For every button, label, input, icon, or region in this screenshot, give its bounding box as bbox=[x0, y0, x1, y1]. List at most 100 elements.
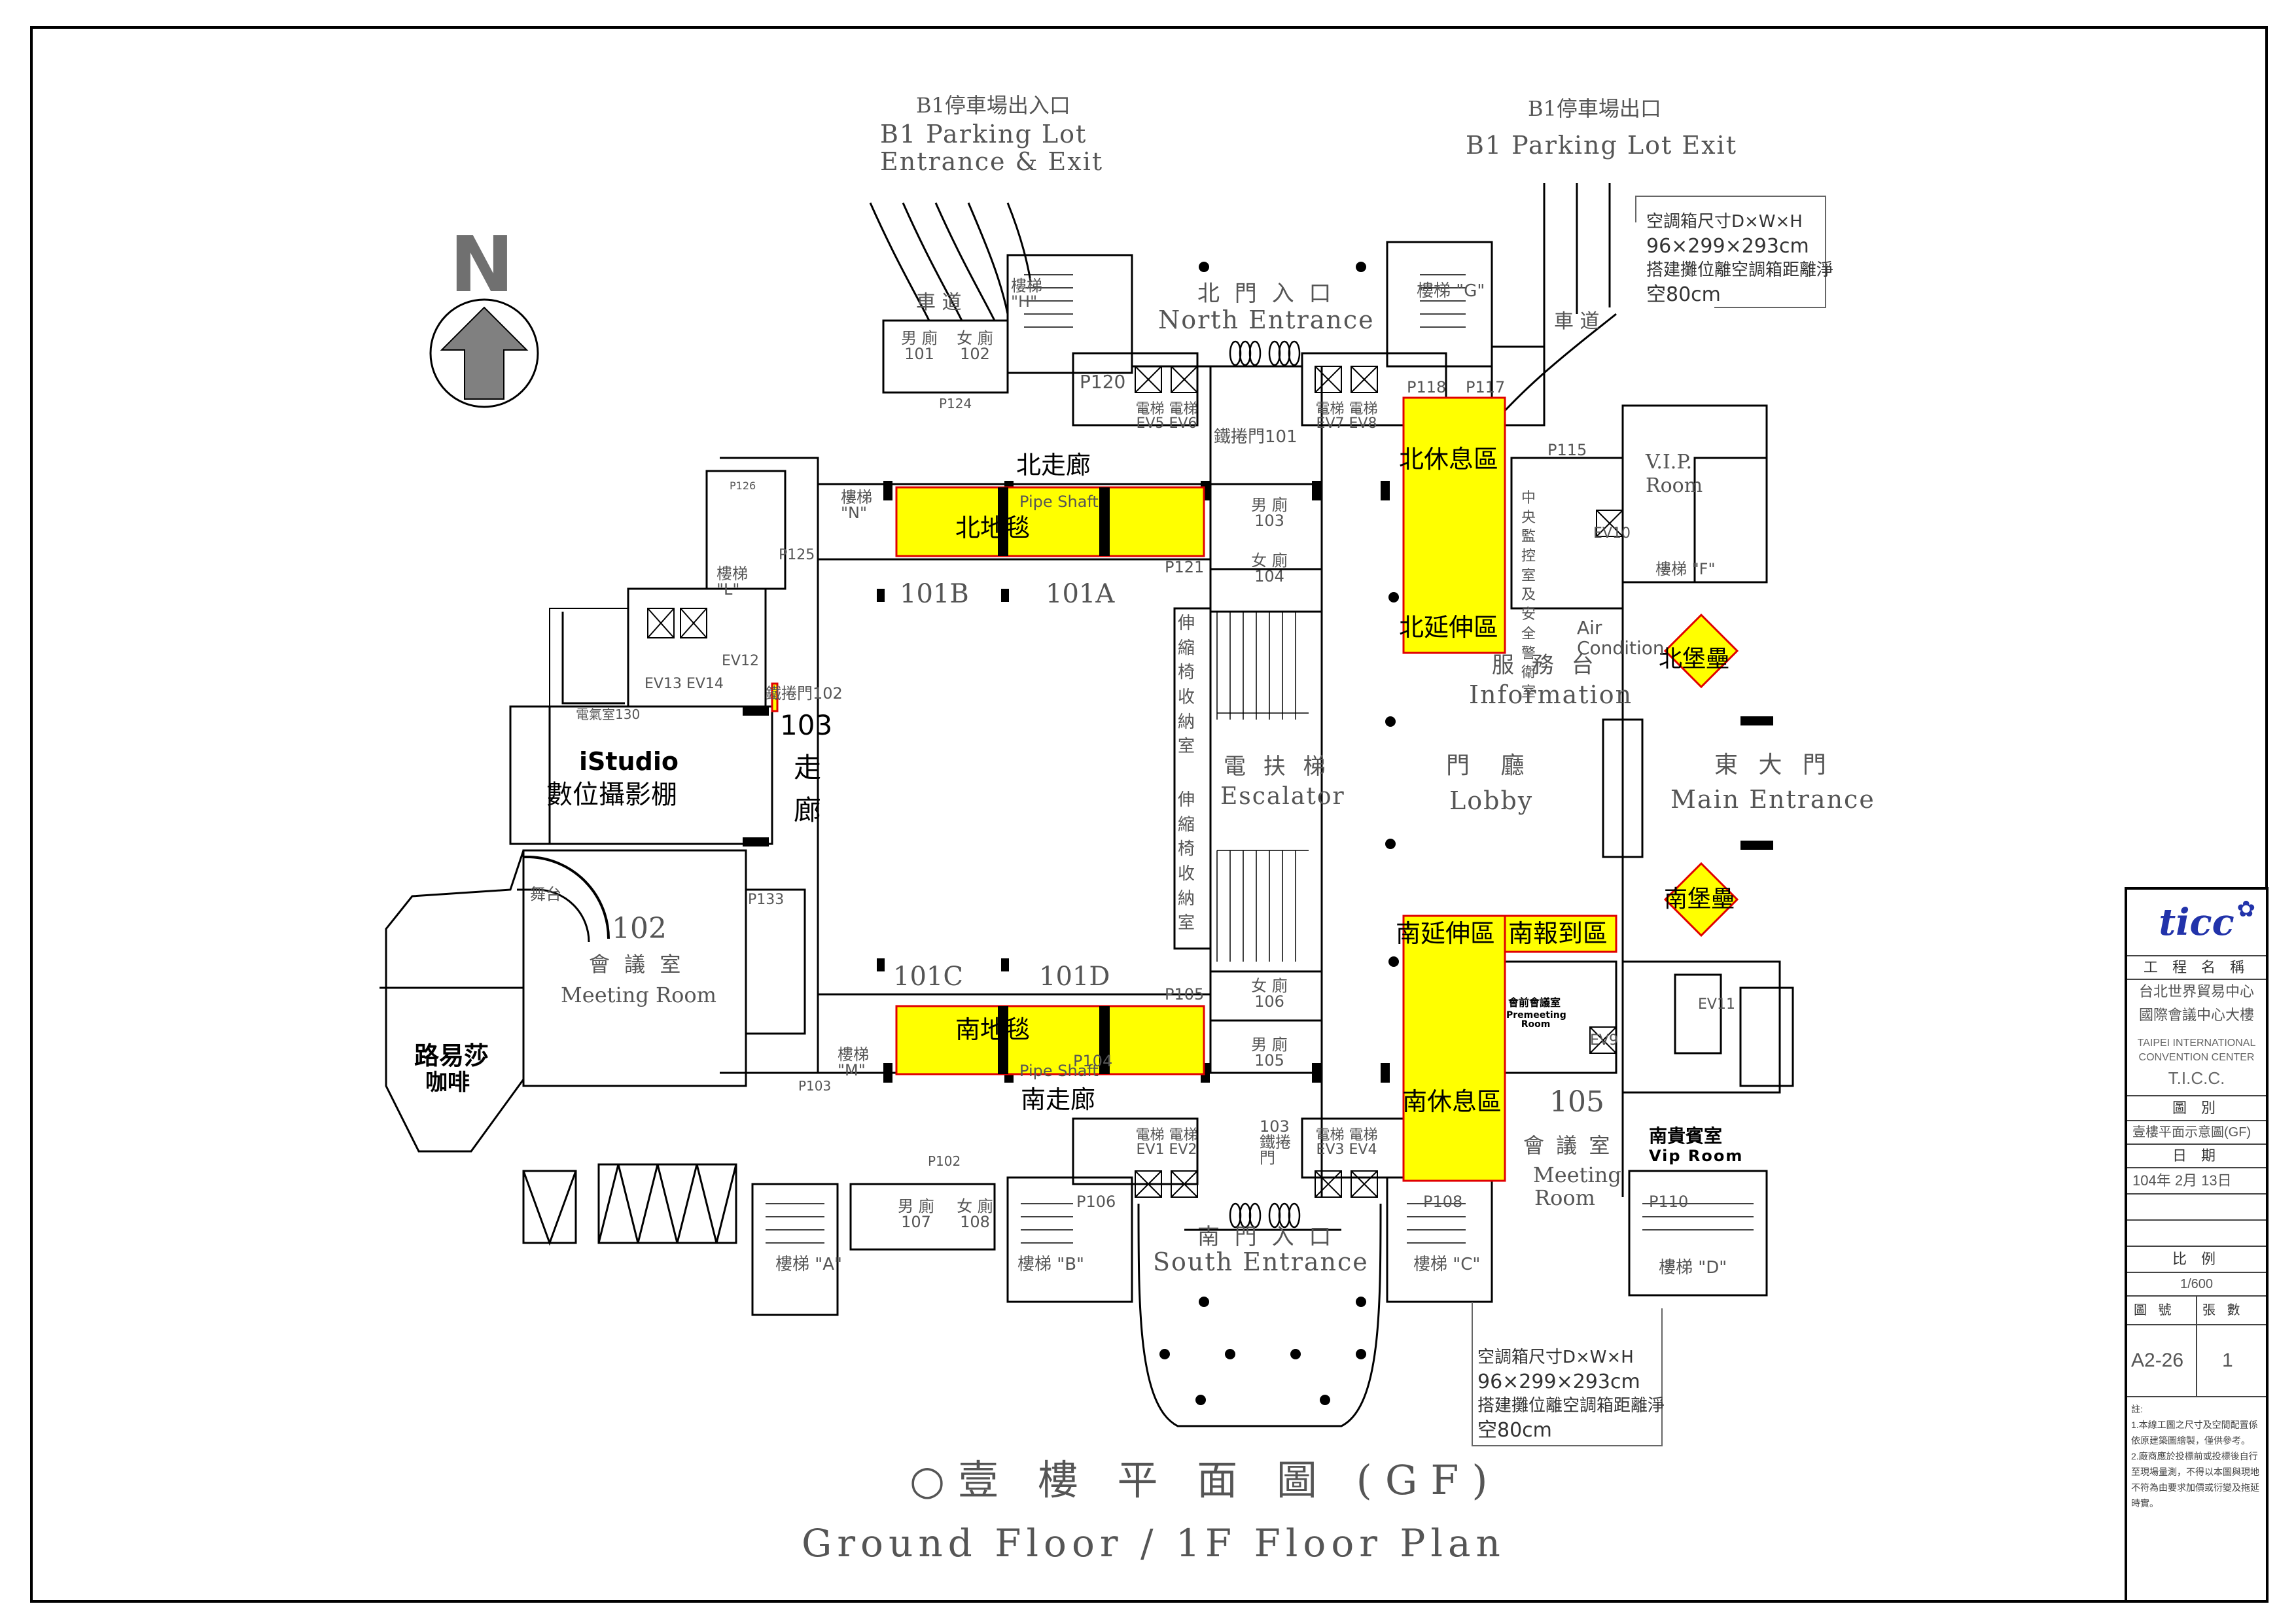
room-P133: P133 bbox=[748, 892, 785, 908]
south-registration-label: 南報到區 bbox=[1508, 919, 1608, 948]
vip-south-en: Vip Room bbox=[1649, 1147, 1744, 1165]
south-bastion-label: 南堡壘 bbox=[1664, 886, 1735, 913]
project-name-2: 國際會議中心大樓 bbox=[2138, 1007, 2254, 1023]
room-P117: P117 bbox=[1466, 378, 1506, 396]
parking-in-en1: B1 Parking Lot bbox=[880, 120, 1087, 148]
south-carpet-label: 南地毯 bbox=[955, 1015, 1031, 1044]
cafe-label-1: 路易莎 bbox=[414, 1041, 489, 1070]
main-entrance-en: Main Entrance bbox=[1670, 785, 1875, 814]
north-lounge-zone bbox=[1402, 396, 1506, 654]
plan-title-zh: ○壹 樓 平 面 圖 (GF) bbox=[910, 1456, 1501, 1504]
north-bastion-label: 北堡壘 bbox=[1659, 646, 1730, 672]
ac-note-south-line4: 空80cm bbox=[1477, 1419, 1552, 1442]
elevator-ev11: EV11 bbox=[1698, 996, 1735, 1013]
elevator-ev10: EV10 bbox=[1593, 525, 1631, 542]
date-value: 104年 2月 13日 bbox=[2127, 1167, 2266, 1193]
main-entrance-zh: 東 大 門 bbox=[1714, 752, 1833, 778]
parking-in-en2: Entrance & Exit bbox=[880, 147, 1104, 176]
north-arrow-icon bbox=[429, 298, 539, 408]
room-P120: P120 bbox=[1080, 371, 1126, 393]
room-P105: P105 bbox=[1165, 985, 1205, 1003]
room-P125: P125 bbox=[779, 547, 815, 563]
north-lounge-label: 北休息區 bbox=[1399, 445, 1499, 474]
room-105-en2: Room bbox=[1534, 1185, 1595, 1210]
vip-north-en1: V.I.P. bbox=[1646, 451, 1692, 474]
ac-note-north: 空調箱尺寸D×W×H 96×299×293cm 搭建攤位離空調箱距離淨 空80c… bbox=[1646, 211, 1833, 308]
drawing-notes: 註: 1.本線工圖之尺寸及空間配置係依原建築圖繪製，僅供參考。 2.廠商應於投標… bbox=[2127, 1396, 2266, 1603]
elevators-ev1-ev2: 電梯 電梯 EV1 EV2 bbox=[1135, 1127, 1198, 1158]
room-102-en: Meeting Room bbox=[561, 983, 716, 1007]
south-bastion-zone bbox=[1663, 862, 1739, 937]
premeeting-en: Premeeting Room bbox=[1506, 1010, 1566, 1030]
ac-note-north-line4: 空80cm bbox=[1646, 283, 1721, 307]
restroom-105: 男 廁 105 bbox=[1251, 1036, 1288, 1070]
shutter-door-101: 鐵捲門101 bbox=[1214, 427, 1298, 447]
plan-title-en: Ground Floor / 1F Floor Plan bbox=[802, 1521, 1506, 1565]
corridor-103-char1: 走 bbox=[794, 752, 822, 784]
project-name-1: 台北世界貿易中心 bbox=[2138, 983, 2254, 1000]
elevators-ev3-ev4: 電梯 電梯 EV3 EV4 bbox=[1315, 1127, 1378, 1158]
chair-storage-south: 伸縮椅收納室 bbox=[1178, 790, 1195, 934]
project-label: 工 程 名 稱 bbox=[2143, 959, 2250, 975]
room-P104: P104 bbox=[1073, 1052, 1113, 1070]
ac-note-south-line2: 96×299×293cm bbox=[1477, 1370, 1640, 1393]
room-101A: 101A bbox=[1046, 579, 1115, 609]
room-P110: P110 bbox=[1649, 1193, 1689, 1211]
ramp-label-northeast: 車 道 bbox=[1554, 310, 1600, 333]
lobby-en: Lobby bbox=[1449, 786, 1534, 815]
sheet-number: A2-26 bbox=[2131, 1350, 2184, 1371]
cafe-label-2: 咖啡 bbox=[425, 1070, 470, 1096]
stair-N: 樓梯 "N" bbox=[841, 488, 872, 522]
room-P115: P115 bbox=[1547, 441, 1587, 459]
vip-north-en2: Room bbox=[1646, 474, 1703, 497]
restroom-104: 女 廁 104 bbox=[1251, 551, 1288, 585]
room-102-zh: 會 議 室 bbox=[589, 952, 685, 977]
sheet-border bbox=[30, 26, 2268, 1603]
ac-note-south: 空調箱尺寸D×W×H 96×299×293cm 搭建攤位離空調箱距離淨 空80c… bbox=[1477, 1346, 1665, 1444]
room-101D: 101D bbox=[1039, 962, 1110, 992]
stair-A: 樓梯 "A" bbox=[775, 1255, 842, 1274]
air-condition-north: Air Condition bbox=[1577, 617, 1665, 659]
date-label: 日 期 bbox=[2172, 1147, 2221, 1164]
stair-L: 樓梯 "L" bbox=[716, 565, 748, 599]
room-P126: P126 bbox=[730, 480, 756, 492]
north-carpet-zone bbox=[895, 486, 1205, 557]
north-bastion-zone bbox=[1663, 613, 1739, 689]
north-entrance-en: North Entrance bbox=[1158, 305, 1375, 334]
main-hall-101 bbox=[817, 558, 1212, 996]
project-en-3: T.I.C.C. bbox=[2168, 1068, 2225, 1088]
room-130: 電氣室130 bbox=[576, 707, 641, 722]
parking-out-en: B1 Parking Lot Exit bbox=[1466, 131, 1737, 160]
project-en-2: CONVENTION CENTER bbox=[2138, 1052, 2255, 1063]
room-102-number: 102 bbox=[612, 912, 667, 945]
north-extension-label: 北延伸區 bbox=[1399, 613, 1499, 642]
corridor-103-number: 103 bbox=[780, 709, 833, 741]
room-105-en1: Meeting bbox=[1533, 1162, 1621, 1187]
room-P102: P102 bbox=[928, 1153, 961, 1169]
corridor-103-char2: 廊 bbox=[794, 794, 822, 826]
pipe-shaft-south: Pipe Shaft bbox=[1019, 1062, 1099, 1080]
room-101B: 101B bbox=[900, 579, 969, 609]
north-entrance-zh: 北 門 入 口 bbox=[1197, 281, 1335, 307]
central-control-room: 中央監控室及安全警衛室 bbox=[1521, 490, 1536, 701]
escalator-en: Escalator bbox=[1220, 783, 1345, 810]
premeeting-zh: 會前會議室 bbox=[1508, 996, 1561, 1009]
elevators-ev5-ev6: 電梯 電梯 EV5 EV6 bbox=[1135, 401, 1198, 432]
south-entrance-en: South Entrance bbox=[1153, 1248, 1369, 1276]
north-letter: N bbox=[450, 219, 514, 309]
south-registration-zone bbox=[1504, 915, 1617, 953]
sheet-count: 1 bbox=[2222, 1350, 2233, 1371]
south-lounge-label: 南休息區 bbox=[1402, 1087, 1502, 1116]
stair-F: 樓梯 "F" bbox=[1655, 560, 1716, 578]
ramp-label-north: 車 道 bbox=[916, 291, 962, 314]
information-zh: 服 務 台 bbox=[1492, 652, 1599, 678]
shutter-door-103: 103鐵捲門 bbox=[1260, 1117, 1291, 1167]
scale-label: 比 例 bbox=[2172, 1251, 2221, 1267]
ac-note-north-line3: 搭建攤位離空調箱距離淨 bbox=[1646, 260, 1834, 281]
restroom-102: 女 廁 102 bbox=[957, 329, 993, 363]
sheet-label: 圖 號 bbox=[2134, 1303, 2176, 1318]
title-block: ticc ✿ 工 程 名 稱 台北世界貿易中心 國際會議中心大樓 TAIPEI … bbox=[2125, 887, 2269, 1603]
room-101C: 101C bbox=[893, 962, 963, 992]
north-carpet-label: 北地毯 bbox=[955, 514, 1031, 542]
